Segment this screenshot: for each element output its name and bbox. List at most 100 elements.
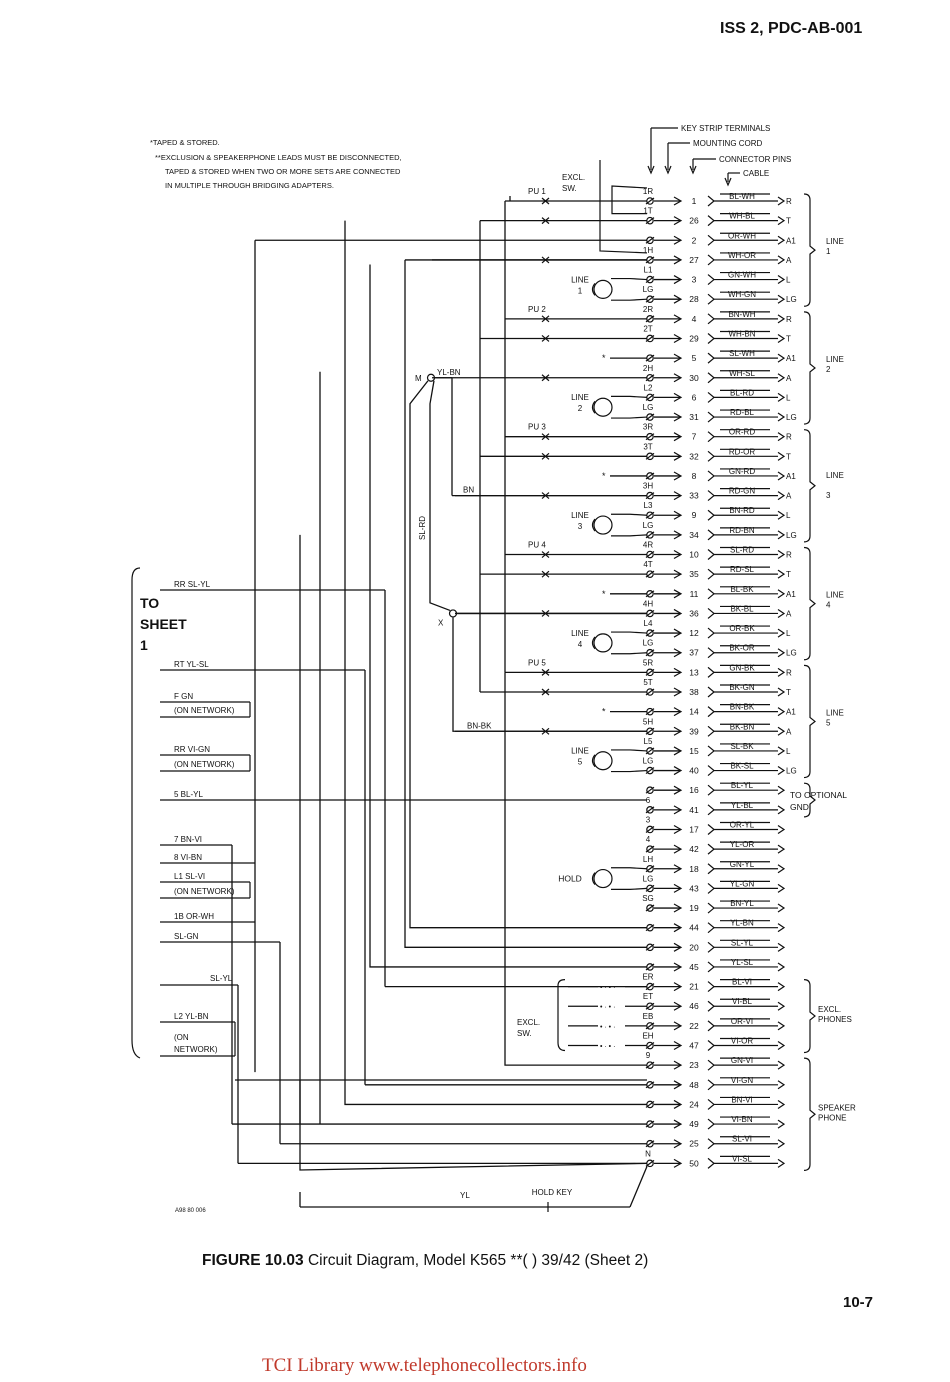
connector-chevron [707,961,715,973]
cable-arrow [777,844,786,854]
excl-switch-label: EXCL. [562,173,585,182]
cable-color-label: YL-OR [730,840,755,849]
cable-arrow [777,530,786,540]
cable-arrow [777,1119,786,1129]
excl-dots: • · • · [600,1004,615,1011]
pin-arrow [673,549,683,560]
switch-contact [646,256,654,264]
cable-lead-label: R [786,551,792,560]
pin-arrow [673,294,683,304]
key-terminal-label: 2T [643,324,652,333]
cable-color-label: SL-YL [731,938,754,947]
pin-arrow [673,707,683,717]
cable-color-label: BN-BK [730,703,755,712]
switch-contact-slash [645,354,655,362]
lamp-label: 1 [578,286,583,295]
sheet-lead-label: F GN [174,692,193,701]
group-label: LINE [826,471,844,480]
cable-lead-label: LG [786,295,797,304]
connector-pin-number: 25 [689,1139,699,1149]
key-terminal-label: LG [643,874,654,883]
switch-contact-slash [645,806,655,814]
key-terminal-label: SG [642,894,654,903]
cable-color-label: RD-BL [730,408,755,417]
key-terminal-label: LG [643,757,654,766]
cable-color-label: OR-RD [729,428,755,437]
connector-pin-number: 48 [689,1080,699,1090]
switch-contact [646,570,654,578]
header-arrow [724,177,732,187]
key-terminal-label: 4R [643,541,653,550]
connector-chevron [707,391,715,403]
lamp-wire [611,513,648,516]
column-header: KEY STRIP TERMINALS [681,124,770,133]
switch-contact [646,452,654,461]
switch-contact-slash [645,884,655,892]
pin-arrow [673,1099,683,1109]
cable-lead-label: A1 [786,472,796,481]
cable-arrow [777,275,786,285]
cable-arrow [777,491,786,501]
to-sheet-label: 1 [140,637,148,653]
switch-contact [646,806,654,814]
line-1-bracket [803,193,816,307]
sheet-lead-label: SL-YL [210,974,233,983]
to-sheet-label: TO [140,595,159,611]
connector-chevron [707,902,715,914]
column-header: MOUNTING CORD [693,139,763,148]
connector-chevron [707,627,715,639]
note-text: TAPED & STORED WHEN TWO OR MORE SETS ARE… [165,167,401,176]
lamp-wire [611,769,648,773]
connector-chevron [707,706,715,718]
connector-pin-number: 24 [689,1099,699,1109]
cable-arrow [777,982,786,992]
cable-color-label: BN-YL [730,899,754,908]
lamp-icon [593,633,613,653]
to-sheet-label: SHEET [140,616,187,632]
sheet-lead-label: RT YL-SL [174,660,209,669]
pin-arrow [673,510,683,520]
cable-color-label: WH-BN [728,329,755,338]
connector-chevron [707,490,715,502]
cable-arrow [777,746,786,756]
cable-color-label: WH-BL [729,212,755,221]
cable-color-label: OR-WH [728,231,756,240]
cable-arrow [777,333,786,343]
switch-contact-slash [645,649,655,657]
group-label: SPEAKER [818,1103,856,1112]
pin-arrow [673,432,683,442]
connector-chevron [707,274,715,286]
cross-mark [541,374,550,382]
pin-arrow [673,235,683,245]
sheet-lead-label: RR SL-YL [174,580,211,589]
pin-arrow [673,314,683,324]
group-label: 4 [826,601,831,610]
cable-color-label: YL-SL [731,958,754,967]
switch-contact-slash [645,1061,655,1069]
connector-chevron [707,215,715,227]
connector-pin-number: 19 [689,903,699,913]
switch-contact [646,688,654,696]
key-terminal-label: L1 [644,266,653,275]
figure-number: FIGURE 10.03 [202,1252,304,1269]
cable-arrow [777,1001,786,1011]
switch-contact-slash [645,433,655,441]
cable-lead-label: A [786,256,792,265]
pin-arrow [673,530,683,540]
connector-chevron [707,843,715,855]
wire-color-label: BN [463,486,474,495]
key-terminal-label: 3T [643,442,652,451]
cross-mark [541,315,550,323]
key-terminal-label: 9 [646,1051,651,1060]
switch-contact [646,550,654,559]
pin-arrow [673,333,683,344]
cable-color-label: BL-RD [730,388,754,397]
switch-contact-slash [645,786,655,794]
cable-lead-label: R [786,315,792,324]
pickup-label: PU 5 [528,658,546,667]
cross-mark [541,492,550,500]
cable-lead-label: A1 [786,708,796,717]
lamp-wire [611,887,648,890]
switch-contact-slash [645,727,655,735]
cross-mark [541,433,550,441]
